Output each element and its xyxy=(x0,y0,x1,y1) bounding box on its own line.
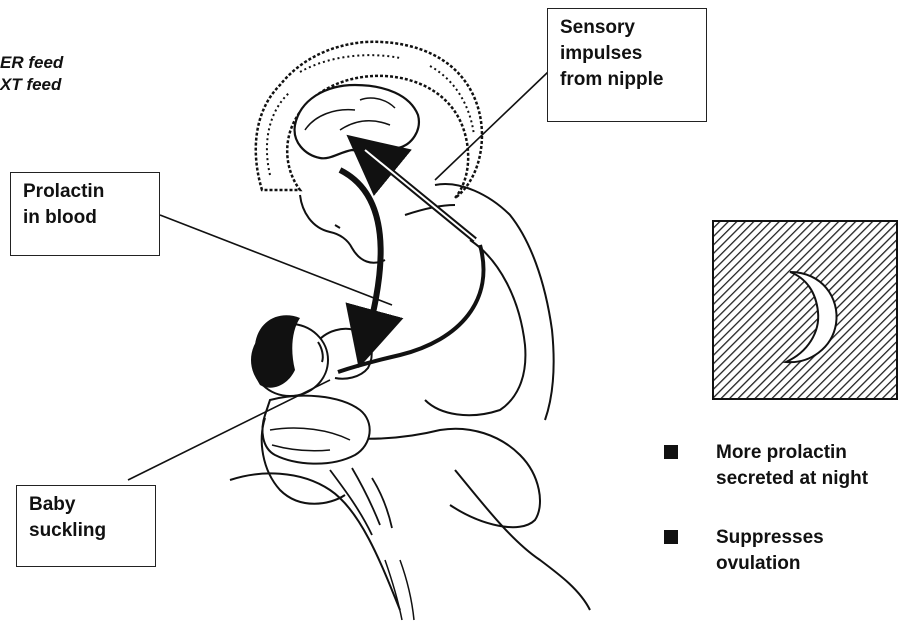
sensory-label-line-1: Sensory xyxy=(560,15,694,41)
sensory-label-line-2: impulses xyxy=(560,41,694,67)
bullet-2-line-2: ovulation xyxy=(716,551,824,577)
bullet-1-line-2: secreted at night xyxy=(716,466,868,492)
bullet-suppresses-ovulation: Suppresses ovulation xyxy=(664,525,824,577)
prolactin-label-line-2: in blood xyxy=(23,205,147,231)
sensory-impulses-label: Sensory impulses from nipple xyxy=(547,8,707,122)
bullet-2-line-1: Suppresses xyxy=(716,525,824,551)
bullet-1-line-1: More prolactin xyxy=(716,440,868,466)
prolactin-in-blood-label: Prolactin in blood xyxy=(10,172,160,256)
prolactin-pointer-line xyxy=(160,215,392,305)
crescent-moon-icon xyxy=(712,220,898,400)
mother-sleeve xyxy=(425,240,525,415)
square-bullet-icon xyxy=(664,530,678,544)
baby-suckling-label: Baby suckling xyxy=(16,485,156,567)
cropped-text-line-2: XT feed xyxy=(0,74,63,96)
cropped-feed-text: ER feed XT feed xyxy=(0,52,63,96)
mother-lap xyxy=(230,470,590,610)
cropped-text-line-1: ER feed xyxy=(0,52,63,74)
baby-label-line-1: Baby xyxy=(29,492,143,518)
blood-flow-curve xyxy=(338,245,483,372)
prolactin-label-line-1: Prolactin xyxy=(23,179,147,205)
bullet-text-1: More prolactin secreted at night xyxy=(716,440,868,492)
sensory-label-line-3: from nipple xyxy=(560,67,694,93)
baby-label-line-2: suckling xyxy=(29,518,143,544)
square-bullet-icon xyxy=(664,445,678,459)
bullet-text-2: Suppresses ovulation xyxy=(716,525,824,577)
bullet-more-prolactin: More prolactin secreted at night xyxy=(664,440,868,492)
